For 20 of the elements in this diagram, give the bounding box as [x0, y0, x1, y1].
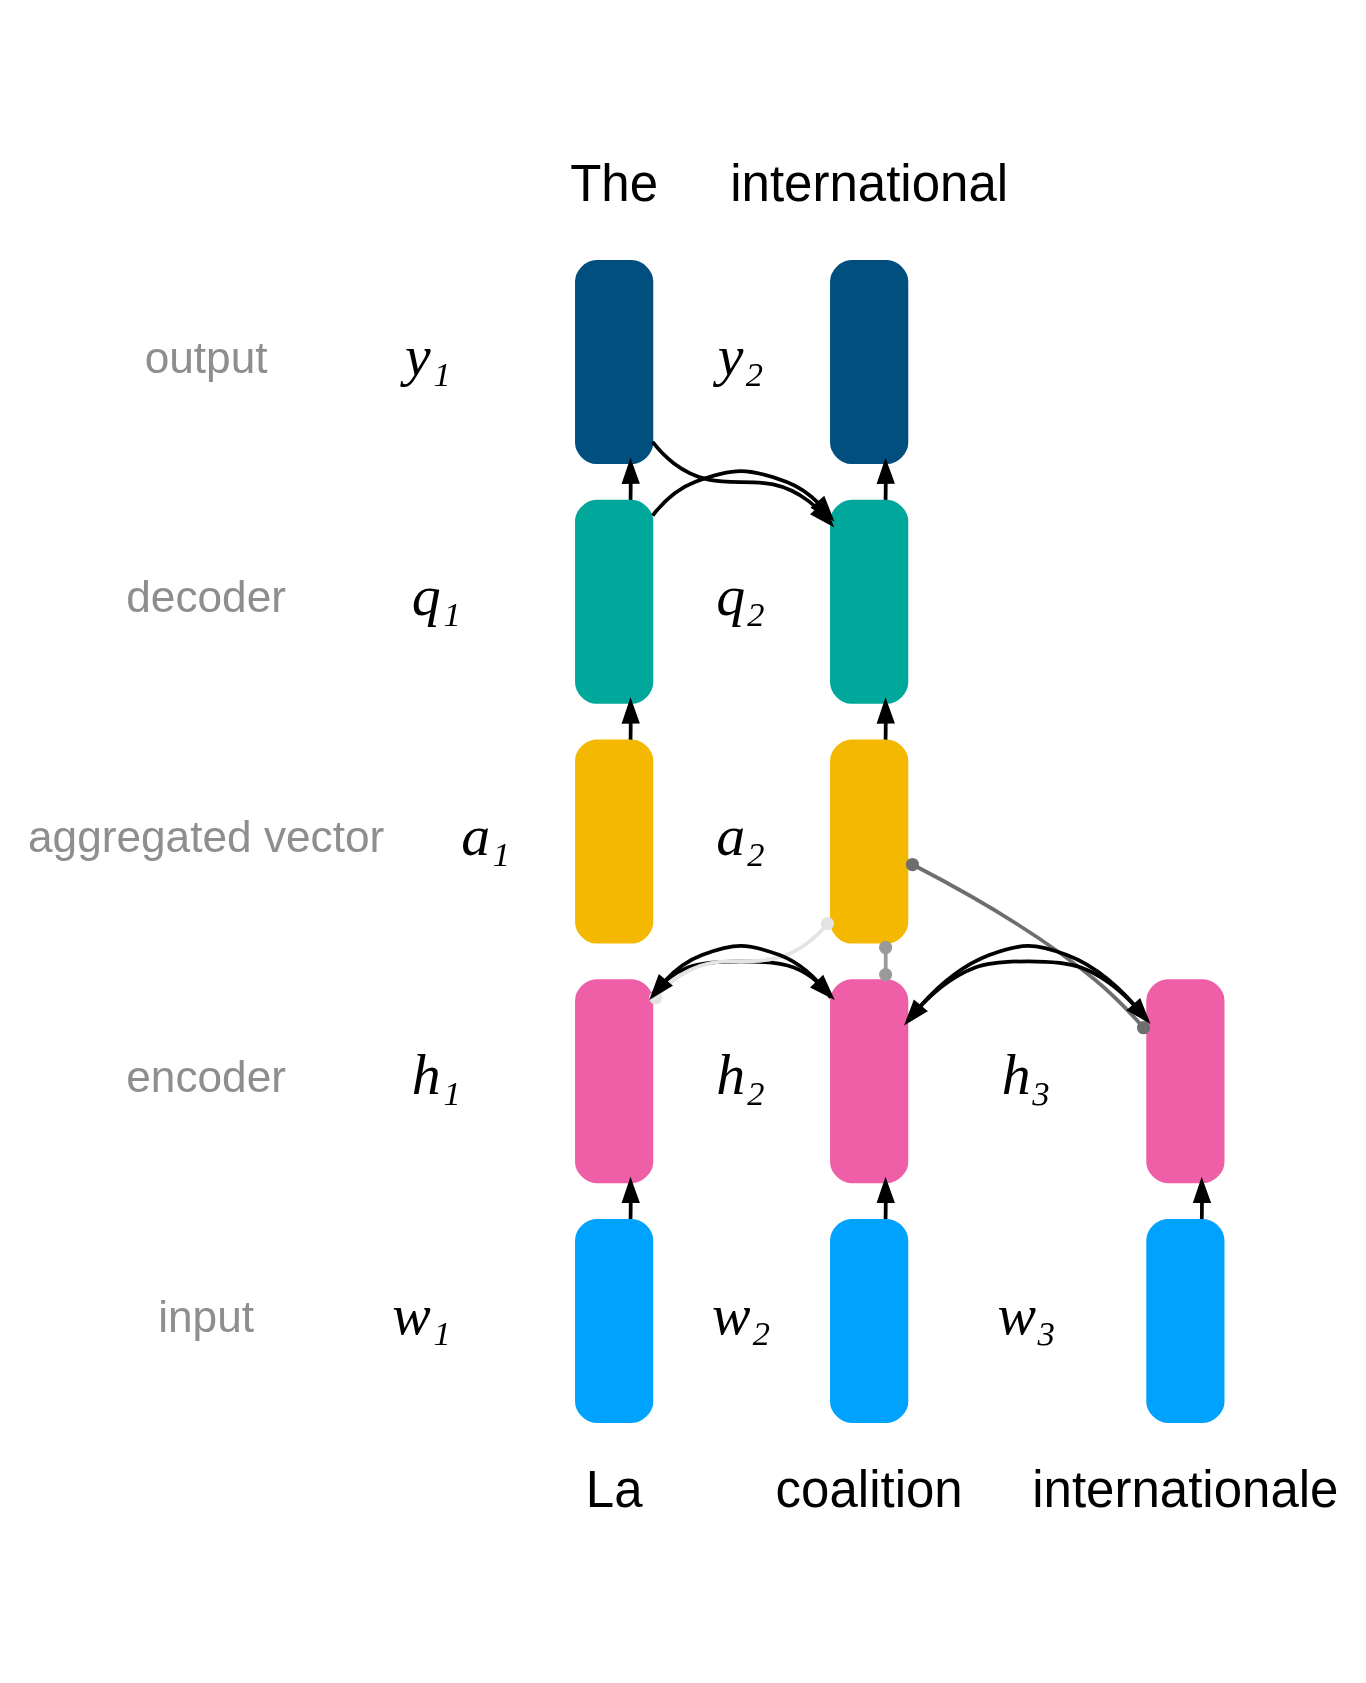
label: encoder [126, 1051, 286, 1101]
node-label: w₃ [997, 1282, 1057, 1348]
node-label: internationale [1032, 1461, 1339, 1519]
label: output [144, 332, 268, 382]
node-label: La [585, 1461, 643, 1519]
node-label: coalition [775, 1461, 963, 1519]
node-label: h₁ [411, 1042, 461, 1108]
node-label: q₁ [411, 562, 461, 628]
label: decoder [126, 572, 286, 622]
node-label: h₂ [716, 1042, 766, 1108]
node-label: international [730, 155, 1009, 213]
node-label: a₂ [716, 802, 766, 868]
label: input [158, 1291, 255, 1341]
node-label: The [570, 155, 659, 213]
node-label: h₃ [1001, 1042, 1051, 1108]
label: aggregated vector [28, 812, 385, 862]
node-label: q₂ [716, 562, 766, 628]
node-label: w₁ [392, 1282, 451, 1348]
node-label: a₁ [461, 802, 511, 868]
node-label: w₂ [711, 1282, 771, 1348]
